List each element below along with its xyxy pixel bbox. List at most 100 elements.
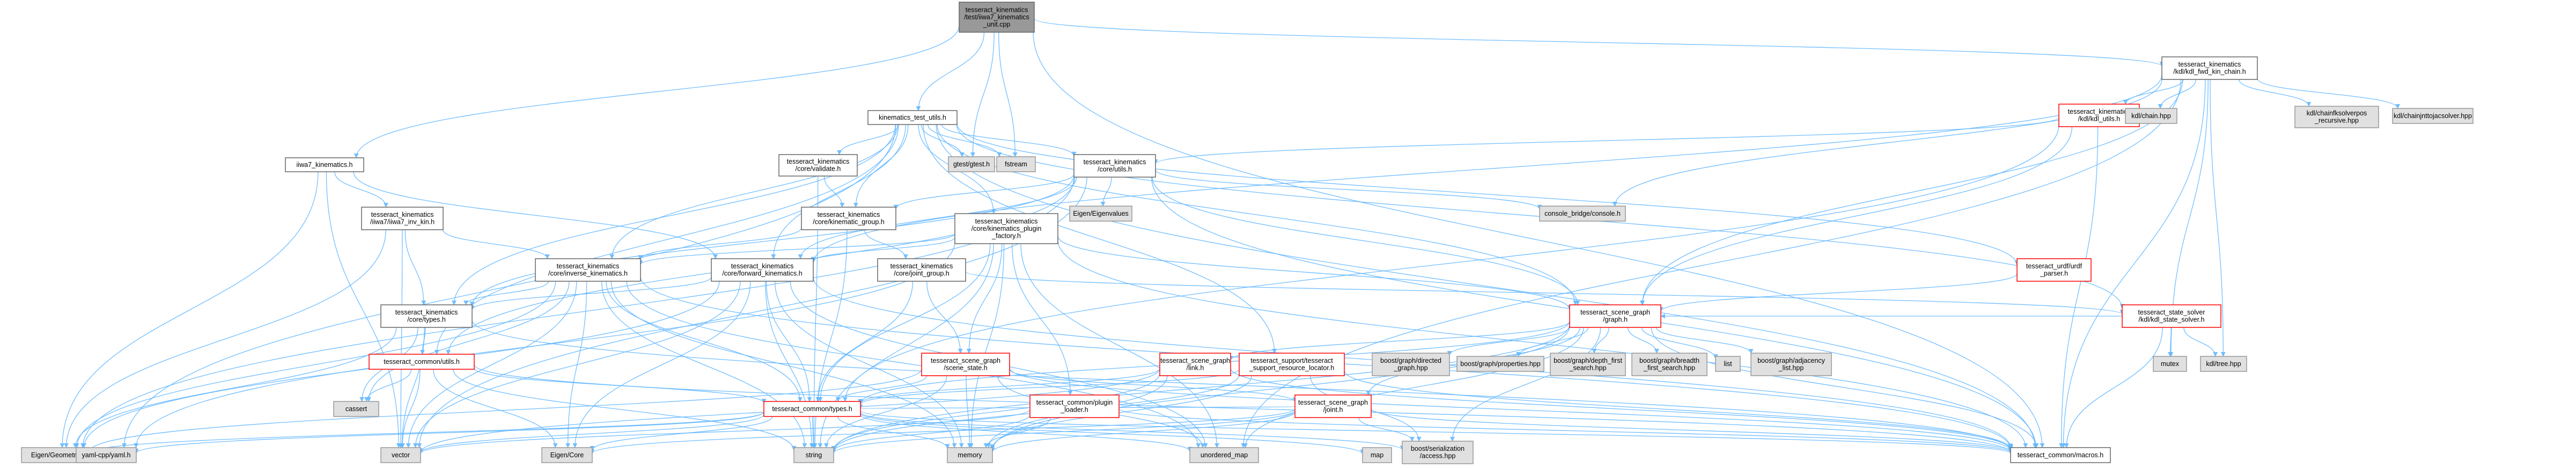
node-label-line: vector: [392, 451, 410, 459]
include-edge-test_utils-to-urdf_parser: [956, 123, 2020, 266]
node-box: [2122, 304, 2221, 328]
node-sg_link[interactable]: tesseract_scene_graph/link.h: [1159, 353, 1231, 376]
node-list[interactable]: list: [1715, 356, 1741, 372]
node-label-line: /graph.h: [1603, 316, 1628, 324]
node-validate[interactable]: tesseract_kinematics/core/validate.h: [778, 154, 858, 177]
file-nodes: tesseract_kinematics/test/iiwa7_kinemati…: [21, 2, 2474, 464]
include-edge-iiwa7_kin-to-eigen_geom: [60, 171, 319, 448]
node-box: [285, 157, 364, 172]
node-label-line: /test/iiwa7_kinematics: [964, 13, 1029, 21]
node-bg_directed[interactable]: boost/graph/directed_graph.hpp: [1372, 353, 1450, 376]
node-scene_graph[interactable]: tesseract_scene_graph/graph.h: [1569, 304, 1661, 328]
include-edge-scene_graph-to-bg_directed: [1447, 326, 1570, 356]
node-kdl_chain[interactable]: kdl/chain.hpp: [2125, 108, 2177, 124]
node-box: [801, 207, 896, 230]
include-edge-fwd_kin-to-common_types: [766, 281, 812, 402]
node-box: [1402, 441, 1474, 464]
node-serialization[interactable]: boost/serialization/access.hpp: [1402, 441, 1474, 464]
include-edge-core_utils-to-kin_group: [893, 173, 1074, 210]
node-state_solver[interactable]: tesseract_state_solver/kdl/kdl_state_sol…: [2122, 304, 2221, 328]
node-fwd_kin[interactable]: tesseract_kinematics/core/forward_kinema…: [711, 258, 814, 282]
include-edge-scene_state-to-eigen_geom: [86, 369, 922, 452]
node-string[interactable]: string: [793, 447, 834, 463]
node-console[interactable]: console_bridge/console.h: [1539, 206, 1626, 222]
node-kdl_chainfk[interactable]: kdl/chainfksolverpos_recursive.hpp: [2294, 106, 2379, 128]
include-edge-test_utils-to-fstream: [928, 124, 1002, 157]
include-edge-common_types-to-macros: [860, 410, 2013, 454]
node-map[interactable]: map: [1362, 447, 1392, 463]
include-edge-scene_state-to-memory: [966, 375, 972, 448]
node-eigenvalues[interactable]: Eigen/Eigenvalues: [1069, 206, 1132, 222]
include-edge-plugin_factory-to-common_types: [818, 243, 991, 402]
node-macros[interactable]: tesseract_common/macros.h: [2010, 447, 2111, 463]
node-kdl_tree[interactable]: kdl/tree.hpp: [2200, 356, 2247, 372]
node-mutex[interactable]: mutex: [2153, 356, 2187, 372]
node-label-line: tesseract_kinematics: [731, 262, 794, 270]
node-sg_joint[interactable]: tesseract_scene_graph/joint.h: [1294, 394, 1372, 418]
node-box: [380, 304, 473, 328]
node-iiwa_inv[interactable]: tesseract_kinematics/iiwa7/iiwa7_inv_kin…: [361, 207, 444, 230]
node-box: [1069, 206, 1132, 222]
node-kdl_chainjnt[interactable]: kdl/chainjnttojacsolver.hpp: [2392, 108, 2474, 124]
node-box: [1073, 154, 1156, 178]
include-edge-plugin_loader-to-macros: [1118, 408, 2013, 454]
node-common_utils[interactable]: tesseract_common/utils.h: [369, 354, 475, 370]
include-edge-joint_group-to-common_types: [815, 281, 914, 402]
node-memory[interactable]: memory: [947, 447, 993, 463]
node-box: [954, 213, 1058, 244]
include-edge-plugin_factory-to-plugin_loader: [1012, 243, 1073, 396]
node-res_locator[interactable]: tesseract_support/tesseract_support_reso…: [1239, 353, 1345, 376]
node-label-line: tesseract_scene_graph: [1298, 399, 1368, 406]
node-test_utils[interactable]: kinematics_test_utils.h: [867, 110, 958, 125]
node-label-line: boost/serialization: [1411, 445, 1464, 452]
node-box: [947, 447, 993, 463]
node-common_types[interactable]: tesseract_common/types.h: [763, 401, 861, 417]
node-umap[interactable]: unordered_map: [1189, 447, 1259, 463]
include-edge-kdl_utils-to-common_types: [842, 125, 2059, 402]
include-edge-plugin_factory-to-umap: [1020, 243, 1220, 448]
node-bg_adj[interactable]: boost/graph/adjacency_list.hpp: [1750, 353, 1832, 376]
node-fstream[interactable]: fstream: [996, 156, 1036, 172]
node-box: [1631, 353, 1707, 376]
node-eigen_geom[interactable]: Eigen/Geometry: [21, 447, 90, 463]
node-plugin_loader[interactable]: tesseract_common/plugin_loader.h: [1029, 394, 1120, 418]
include-edge-core_utils-to-scene_graph: [1152, 177, 1580, 305]
node-label-line: memory: [958, 451, 982, 459]
node-box: [1372, 353, 1450, 376]
node-scene_state[interactable]: tesseract_scene_graph/scene_state.h: [921, 353, 1010, 376]
node-label-line: tesseract_kinematics: [975, 217, 1038, 225]
include-edge-scene_graph-to-bg_bfs: [1627, 327, 1659, 354]
node-joint_group[interactable]: tesseract_kinematics/core/joint_group.h: [877, 258, 966, 282]
node-root[interactable]: tesseract_kinematics/test/iiwa7_kinemati…: [959, 2, 1035, 33]
node-core_types[interactable]: tesseract_kinematics/core/types.h: [380, 304, 473, 328]
node-label-line: _unit.cpp: [983, 20, 1011, 28]
node-bg_bfs[interactable]: boost/graph/breadth_first_search.hpp: [1631, 353, 1707, 376]
node-core_utils[interactable]: tesseract_kinematics/core/utils.h: [1073, 154, 1156, 178]
include-edge-plugin_loader-to-memory: [983, 417, 1051, 448]
node-cassert[interactable]: cassert: [333, 401, 379, 417]
node-iiwa7_kin[interactable]: iiwa7_kinematics.h: [285, 157, 364, 172]
node-box: [1159, 353, 1231, 376]
node-box: [2016, 258, 2092, 282]
node-box: [1239, 353, 1345, 376]
node-label-line: kdl/tree.hpp: [2206, 360, 2241, 368]
node-bg_dfs[interactable]: boost/graph/depth_first_search.hpp: [1550, 353, 1626, 376]
node-urdf_parser[interactable]: tesseract_urdf/urdf_parser.h: [2016, 258, 2092, 282]
include-edge-core_types-to-macros: [472, 320, 2013, 452]
node-plugin_factory[interactable]: tesseract_kinematics/core/kinematics_plu…: [954, 213, 1058, 244]
node-label-line: yaml-cpp/yaml.h: [82, 451, 131, 459]
node-box: [1750, 353, 1832, 376]
include-edge-core_types-to-vector: [400, 327, 425, 448]
node-vector[interactable]: vector: [380, 447, 421, 463]
node-kdl_fwd[interactable]: tesseract_kinematics/kdl/kdl_fwd_kin_cha…: [2161, 56, 2258, 80]
node-eigen_core[interactable]: Eigen/Core: [541, 447, 593, 463]
node-inv_kin[interactable]: tesseract_kinematics/core/inverse_kinema…: [535, 258, 641, 282]
node-kin_group[interactable]: tesseract_kinematics/core/kinematic_grou…: [801, 207, 896, 230]
node-label-line: _list.hpp: [1778, 364, 1804, 372]
node-yaml[interactable]: yaml-cpp/yaml.h: [76, 447, 137, 463]
node-bg_props[interactable]: boost/graph/properties.hpp: [1456, 356, 1544, 372]
include-edge-core_utils-to-core_types: [469, 174, 1074, 307]
node-label-line: tesseract_common/utils.h: [384, 358, 460, 365]
node-label-line: _loader.h: [1060, 406, 1088, 414]
node-gtest[interactable]: gtest/gtest.h: [948, 156, 995, 172]
